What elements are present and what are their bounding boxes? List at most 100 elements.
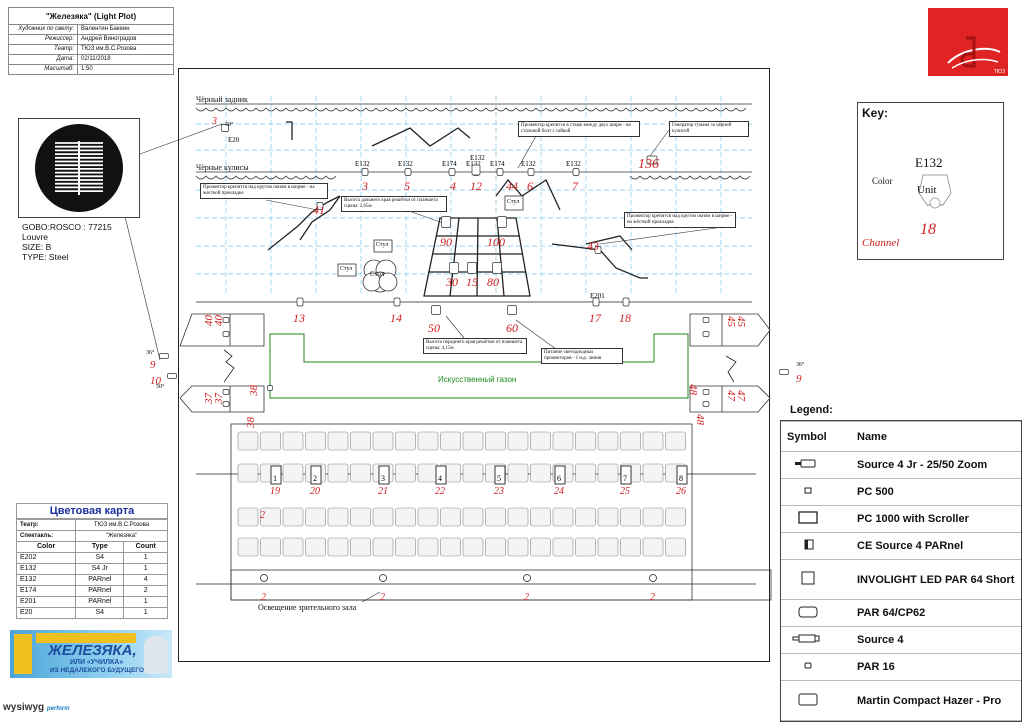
channel-number: 25 — [620, 486, 630, 497]
pc1000-icon — [798, 511, 818, 524]
pc500-fixture — [702, 389, 710, 395]
house-light-box — [230, 569, 772, 601]
color-map-cell: E132 — [15, 574, 77, 586]
seat — [327, 507, 349, 527]
fixture-color: E174 — [490, 160, 505, 168]
pc500-fixture — [222, 401, 230, 407]
channel-number: 17 — [589, 311, 602, 325]
fixture-unit-number: 7 — [623, 474, 627, 483]
beam-angle: 36° — [146, 349, 155, 356]
seat — [395, 431, 416, 451]
pc500-fixture — [222, 389, 230, 395]
channel-number: 23 — [494, 486, 504, 497]
channel-number: 26 — [676, 486, 686, 497]
seat — [237, 507, 259, 527]
fixture-color: E132 — [466, 160, 481, 168]
gobo-line: GOBO:ROSCO : 77215 — [22, 222, 112, 232]
plot-title: "Железяка" (Light Plot) — [8, 7, 174, 25]
color-map-cell: E201 — [15, 596, 77, 608]
chair-label: Стул — [340, 266, 353, 272]
fixture-unit-number: 4 — [438, 474, 442, 483]
parnel-fixture — [496, 168, 504, 176]
seat — [485, 537, 506, 557]
seat — [552, 431, 574, 451]
color-map-cell: S4 — [75, 552, 125, 564]
key-channel-label: Channel — [862, 237, 900, 249]
backdrop-curtain — [195, 103, 752, 112]
channel-number: 100 — [487, 235, 505, 249]
ledpar-fixture — [471, 164, 481, 176]
wings-label: Чёрные кулисы — [196, 163, 249, 172]
channel-number: 37 — [203, 393, 215, 406]
cm-theatre-label: Театр: — [15, 519, 77, 531]
legend-symbol — [781, 532, 851, 560]
color-map-cell: E174 — [15, 585, 77, 597]
legend-symbol — [781, 626, 851, 654]
seat — [417, 431, 439, 451]
pc500-fixture — [702, 317, 710, 323]
parnel-fixture — [448, 168, 456, 176]
legend-row: PC 1000 with Scroller — [781, 505, 1021, 533]
poster-subtitle-2: ИЗ НЕДАЛЕКОГО БУДУЩЕГО — [50, 667, 144, 674]
gobo-box — [18, 118, 140, 218]
show-poster: ЖЕЛЕЗЯКА, ИЛИ «УЧИЛКА» ИЗ НЕДАЛЕКОГО БУД… — [10, 630, 172, 678]
par16-icon — [804, 662, 812, 669]
backdrop-label: Чёрный задник — [196, 95, 248, 104]
table-label: Стол — [370, 270, 385, 278]
channel-number: 10 — [150, 375, 162, 387]
wysiwyg-logo-sub: perform — [46, 706, 70, 712]
seat — [507, 507, 529, 527]
seat — [665, 507, 686, 527]
legend-symbol — [781, 505, 851, 533]
seat — [530, 431, 551, 451]
par64-fixture — [431, 305, 441, 315]
seat — [305, 537, 326, 557]
channel-number: 12 — [470, 179, 482, 193]
legend-symbol — [781, 680, 851, 721]
note-box: Высота дальнего края решётки от планшета… — [341, 196, 447, 212]
key-unit-label: Unit — [917, 184, 937, 196]
fixture-unit-number: 5 — [497, 474, 501, 483]
seat — [530, 507, 551, 527]
seat — [440, 431, 461, 451]
key-color-label: Color — [872, 176, 893, 186]
source4-fixture — [159, 353, 169, 359]
legend-name: PC 1000 with Scroller — [851, 505, 1021, 533]
par16-fixture — [260, 574, 268, 582]
channel-number: 45 — [725, 316, 737, 328]
seat — [417, 507, 439, 527]
seat — [372, 431, 394, 451]
seat — [642, 537, 664, 557]
seat — [507, 463, 529, 483]
channel-number: 4 — [450, 179, 456, 193]
ledpar-fixture — [441, 216, 451, 228]
seat — [395, 507, 416, 527]
cm-theatre-value: ТЮЗ им.В.С.Розова — [75, 519, 168, 531]
source4-fixture — [221, 124, 229, 132]
seat — [575, 537, 596, 557]
legend-row: Source 4 — [781, 626, 1021, 654]
channel-number: 38 — [245, 417, 257, 430]
note-box: Прожектор крепится в стыке между двух ши… — [518, 121, 640, 137]
note-box: Генератор тумана за чёрной кулисой — [669, 121, 749, 137]
seat — [395, 537, 416, 557]
pc500-fixture — [222, 331, 230, 337]
legend-row: CE Source 4 PARnel — [781, 532, 1021, 560]
channel-number: 38 — [248, 385, 260, 398]
hall-lighting-label: Освещение зрительного зала — [258, 603, 357, 612]
color-map-cell: 2 — [123, 585, 168, 597]
color-map-cell: 1 — [123, 607, 168, 619]
seat — [440, 537, 461, 557]
channel-number: 9 — [796, 373, 802, 385]
legend-name: Source 4 Jr - 25/50 Zoom — [851, 451, 1021, 479]
gobo-line: TYPE: Steel — [22, 252, 69, 262]
gobo-louvre-icon — [35, 124, 123, 212]
seat — [575, 431, 596, 451]
cm-header: Type — [75, 541, 125, 553]
legend-row: PC 500 — [781, 478, 1021, 506]
channel-number: 3 — [361, 179, 368, 193]
